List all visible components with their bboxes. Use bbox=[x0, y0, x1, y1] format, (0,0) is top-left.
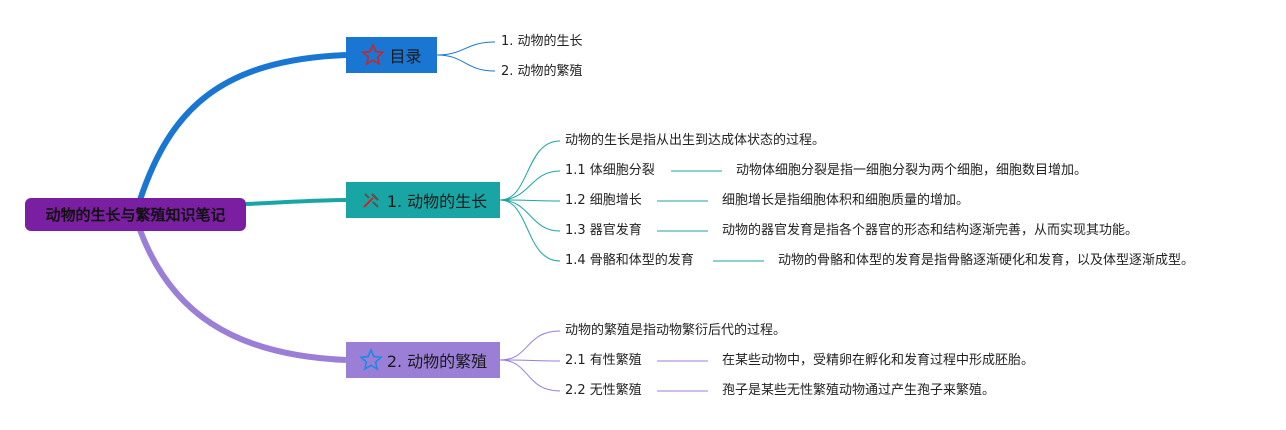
branch-reproduction-label: 2. 动物的繁殖 bbox=[386, 352, 488, 371]
branch-toc-label: 目录 bbox=[389, 47, 422, 66]
growth-item-4[interactable]: 1.4 骨骼和体型的发育 bbox=[565, 253, 694, 268]
reproduction-item-2[interactable]: 2.2 无性繁殖 bbox=[565, 383, 642, 398]
branch-growth[interactable]: 1. 动物的生长 bbox=[346, 182, 500, 218]
star-outline-icon bbox=[358, 348, 383, 371]
growth-item-2[interactable]: 1.2 细胞增长 bbox=[565, 193, 642, 208]
tools-icon bbox=[363, 193, 379, 208]
root-topic-label: 动物的生长与繁殖知识笔记 bbox=[45, 206, 226, 224]
toc-item-1[interactable]: 1. 动物的生长 bbox=[501, 34, 583, 49]
toc-item-2[interactable]: 2. 动物的繁殖 bbox=[501, 64, 583, 79]
growth-item-2-detail[interactable]: 细胞增长是指细胞体积和细胞质量的增加。 bbox=[722, 193, 970, 208]
growth-intro[interactable]: 动物的生长是指从出生到达成体状态的过程。 bbox=[565, 133, 826, 148]
branch-reproduction[interactable]: 2. 动物的繁殖 bbox=[346, 342, 500, 378]
branch-growth-label: 1. 动物的生长 bbox=[386, 192, 488, 211]
growth-item-1[interactable]: 1.1 体细胞分裂 bbox=[565, 163, 655, 178]
reproduction-intro[interactable]: 动物的繁殖是指动物繁衍后代的过程。 bbox=[565, 323, 787, 338]
growth-item-1-detail[interactable]: 动物体细胞分裂是指一细胞分裂为两个细胞，细胞数目增加。 bbox=[736, 163, 1088, 178]
reproduction-item-1-detail[interactable]: 在某些动物中，受精卵在孵化和发育过程中形成胚胎。 bbox=[722, 353, 1035, 368]
growth-item-4-detail[interactable]: 动物的骨骼和体型的发育是指骨骼逐渐硬化和发育，以及体型逐渐成型。 bbox=[778, 253, 1195, 268]
growth-item-3[interactable]: 1.3 器官发育 bbox=[565, 223, 642, 238]
reproduction-item-1[interactable]: 2.1 有性繁殖 bbox=[565, 353, 642, 368]
branch-toc[interactable]: 目录 bbox=[346, 37, 437, 73]
growth-item-3-detail[interactable]: 动物的器官发育是指各个器官的形态和结构逐渐完善，从而实现其功能。 bbox=[722, 223, 1139, 238]
star-outline-icon bbox=[361, 43, 386, 66]
reproduction-item-2-detail[interactable]: 孢子是某些无性繁殖动物通过产生孢子来繁殖。 bbox=[722, 383, 996, 398]
root-topic[interactable]: 动物的生长与繁殖知识笔记 bbox=[25, 198, 246, 231]
